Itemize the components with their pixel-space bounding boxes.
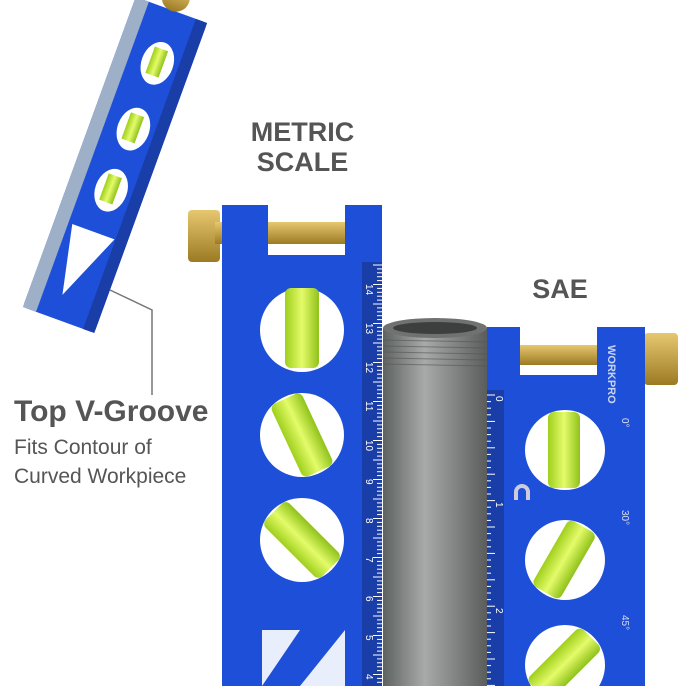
metric-label-line1: METRIC bbox=[250, 117, 355, 147]
pipe bbox=[382, 318, 488, 686]
callout-line bbox=[109, 289, 153, 395]
metric-ruler-number: 5 bbox=[363, 635, 374, 641]
brand-logo: WORKPRO bbox=[605, 345, 617, 404]
metric-ruler-number: 7 bbox=[363, 557, 374, 563]
metric-ruler-number: 13 bbox=[363, 323, 374, 335]
sae-ruler-number: 0 bbox=[493, 396, 504, 402]
angle-mark: 0° bbox=[619, 418, 630, 428]
metric-ruler-number: 12 bbox=[363, 362, 374, 374]
small-level-angled bbox=[22, 0, 208, 334]
angle-mark: 45° bbox=[619, 615, 630, 630]
metric-ruler-number: 8 bbox=[363, 518, 374, 524]
magnet-icon bbox=[514, 484, 530, 500]
metric-ruler-number: 9 bbox=[363, 479, 374, 485]
knob bbox=[188, 210, 220, 262]
callout-line2: Curved Workpiece bbox=[14, 465, 187, 488]
metric-label-line2: SCALE bbox=[256, 146, 349, 177]
sae-label: SAE bbox=[532, 274, 588, 304]
metric-ruler-number: 4 bbox=[363, 674, 374, 680]
angle-mark: 30° bbox=[619, 510, 630, 525]
sae-ruler-number: 2 bbox=[493, 608, 504, 614]
metric-ruler-number: 11 bbox=[363, 401, 374, 412]
metric-level bbox=[188, 205, 382, 686]
knob bbox=[644, 333, 678, 385]
callout-line1: Fits Contour of bbox=[14, 436, 152, 459]
callout-title: Top V-Groove bbox=[14, 395, 209, 428]
sae-level bbox=[487, 327, 678, 686]
metric-ruler-number: 6 bbox=[363, 596, 374, 602]
sae-ruler-number: 1 bbox=[493, 502, 504, 508]
metric-ruler-number: 10 bbox=[363, 440, 374, 452]
metric-ruler-number: 14 bbox=[363, 284, 374, 296]
